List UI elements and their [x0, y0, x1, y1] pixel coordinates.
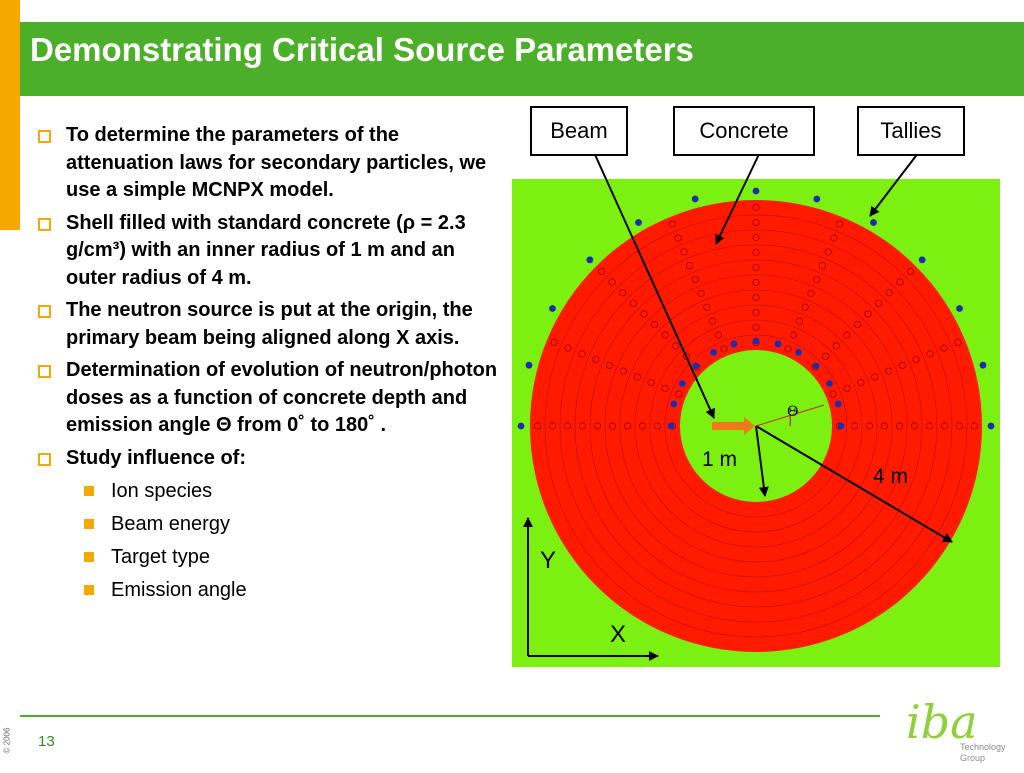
bullet-marker-icon	[38, 218, 51, 231]
tally-point	[635, 219, 642, 226]
iba-logo: iba Technology Group	[900, 680, 1024, 768]
tally-point	[679, 380, 686, 387]
bullet-item: Determination of evolution of neutron/ph…	[38, 357, 500, 440]
page-number: 13	[38, 733, 55, 750]
bullet-item: The neutron source is put at the origin,…	[38, 297, 500, 352]
bullet-marker-icon	[38, 365, 51, 378]
concrete-label: Concrete	[673, 106, 815, 156]
bullet-marker-icon	[38, 305, 51, 318]
sub-bullet-marker-icon	[84, 519, 94, 529]
bullet-marker-icon	[38, 453, 51, 466]
tally-point	[826, 380, 833, 387]
svg-text:Technology: Technology	[960, 742, 1006, 752]
svg-text:iba: iba	[906, 695, 978, 749]
tally-point	[956, 305, 963, 312]
slide-title: Demonstrating Critical Source Parameters	[30, 30, 694, 70]
y-axis-label: Y	[540, 547, 556, 574]
sub-bullet-item: Target type	[38, 543, 500, 571]
tallies-label: Tallies	[857, 106, 965, 156]
sub-bullet-marker-icon	[84, 585, 94, 595]
bullet-marker-icon	[38, 130, 51, 143]
tally-point	[518, 423, 525, 430]
tally-point	[526, 362, 533, 369]
tally-point	[980, 362, 987, 369]
tally-point	[586, 256, 593, 263]
sub-bullet-marker-icon	[84, 552, 94, 562]
sub-bullet-item: Emission angle	[38, 576, 500, 604]
sub-bullet-marker-icon	[84, 486, 94, 496]
tally-point	[988, 423, 995, 430]
inner-radius-label: 1 m	[702, 448, 737, 471]
copyright-text: © 2006	[2, 728, 11, 754]
tally-point	[775, 340, 782, 347]
diagram-svg: Θ 1 m 4 m Y X	[512, 100, 1024, 670]
tally-point	[753, 338, 760, 345]
sub-bullet-item: Beam energy	[38, 510, 500, 538]
bullet-item: Study influence of:	[38, 445, 500, 473]
tally-point	[668, 423, 675, 430]
footer-line	[20, 715, 880, 717]
bullet-list: To determine the parameters of the atten…	[38, 122, 500, 609]
tally-point	[731, 340, 738, 347]
tally-point	[835, 401, 842, 408]
tally-point	[753, 188, 760, 195]
bullet-item: Shell filled with standard concrete (ρ =…	[38, 210, 500, 293]
tally-point	[692, 362, 699, 369]
beam-label: Beam	[530, 106, 628, 156]
tally-point	[670, 401, 677, 408]
outer-radius-label: 4 m	[873, 465, 908, 488]
theta-label: Θ	[787, 404, 798, 420]
tally-point	[813, 196, 820, 203]
x-axis-label: X	[610, 621, 626, 648]
tally-point	[919, 256, 926, 263]
tally-point	[549, 305, 556, 312]
tally-point	[710, 349, 717, 356]
sub-bullet-item: Ion species	[38, 477, 500, 505]
bullet-item: To determine the parameters of the atten…	[38, 122, 500, 205]
shielding-diagram: Θ 1 m 4 m Y X Beam Concrete Tallies	[512, 100, 1024, 670]
tally-point	[795, 349, 802, 356]
svg-text:Group: Group	[960, 753, 985, 763]
tally-point	[813, 362, 820, 369]
accent-bar	[0, 0, 20, 230]
tally-point	[870, 219, 877, 226]
tally-point	[692, 196, 699, 203]
iba-logo-icon: iba Technology Group	[900, 680, 1024, 768]
tally-point	[838, 423, 845, 430]
